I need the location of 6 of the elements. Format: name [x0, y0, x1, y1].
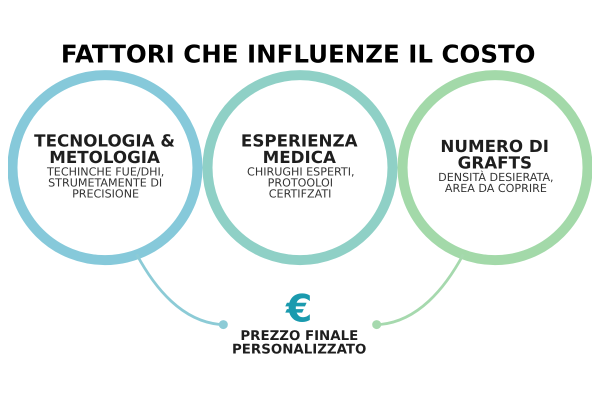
node-circle: NUMERO DI GRAFTS DENSITÀ DESIERATA, AREA DA COPRIRE — [398, 70, 592, 265]
diagram-title: FATTORI CHE INFLUENZE IL COSTO — [60, 38, 536, 68]
node-circle: TECNOLOGIA & METOLOGIA TECHINCHE FUE/DHI, STRUMETAMENTE DI PRECISIONE — [8, 70, 202, 265]
node-circle: ESPERIENZA MEDICA CHIRUGHI ESPERTI, PROTOOLOI CERTIFZATI — [202, 70, 398, 265]
connector — [136, 253, 228, 329]
node-text: € PREZZO FINALE PERSONALIZZATO — [232, 286, 366, 357]
